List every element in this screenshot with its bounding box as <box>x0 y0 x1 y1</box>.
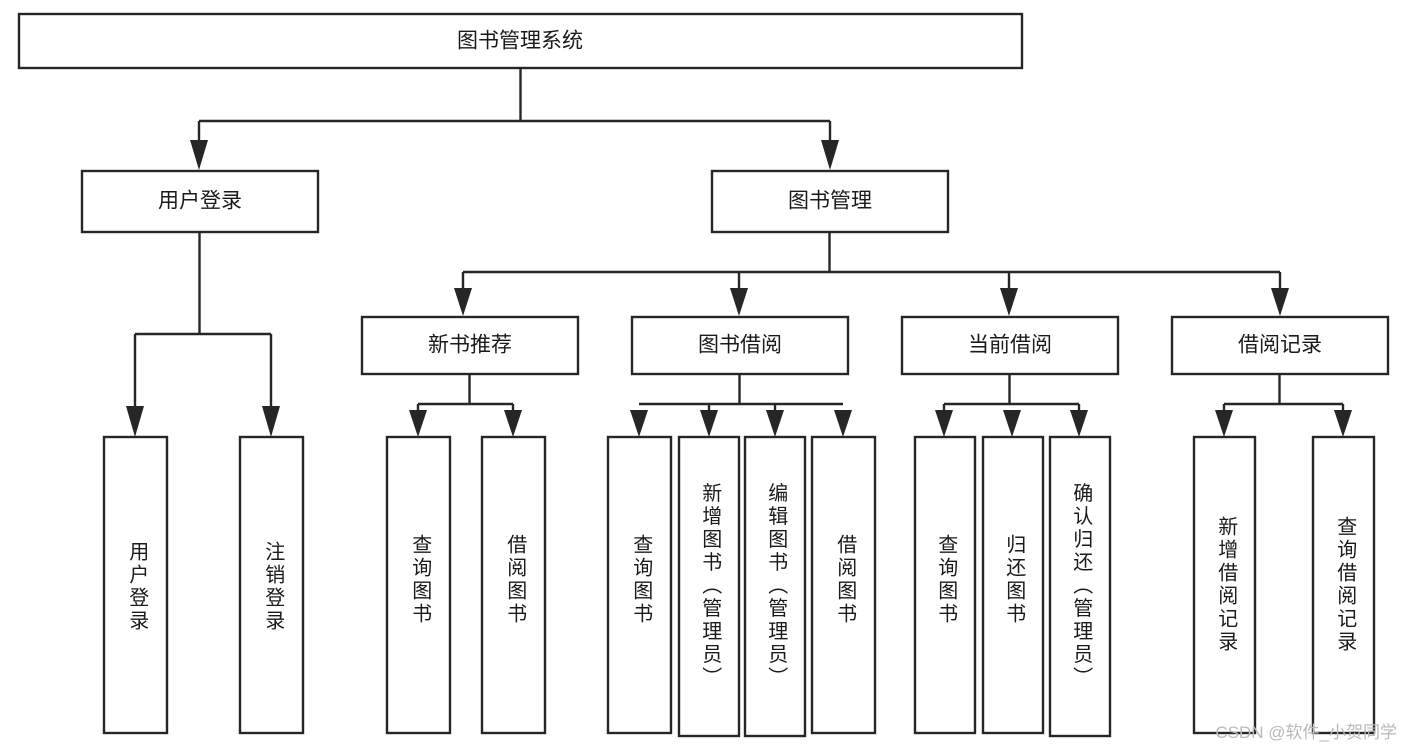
node-leaf-edit-book-box[interactable] <box>743 435 807 738</box>
node-user-login-label: 用户登录 <box>158 190 242 213</box>
node-leaf-confirm-return-label: 确认归还（管理员） <box>1070 482 1093 689</box>
node-leaf-edit-book[interactable]: 编辑图书（管理员） <box>743 435 807 738</box>
node-leaf-borrow-book-a-label: 借阅图书 <box>504 534 527 626</box>
node-book-borrow-label: 图书借阅 <box>698 334 782 357</box>
arrow-br-to-leaf-add <box>1215 410 1233 437</box>
arrow-bm-to-borrow-record <box>1271 288 1289 316</box>
node-leaf-add-record-box[interactable] <box>1192 435 1257 735</box>
node-leaf-borrow-book-a[interactable]: 借阅图书 <box>480 435 547 735</box>
node-book-manage[interactable]: 图书管理 <box>710 169 950 234</box>
node-leaf-query-book-b-box[interactable] <box>606 435 673 735</box>
node-leaf-return-book-box[interactable] <box>981 435 1045 735</box>
node-leaf-user-login-box[interactable] <box>102 435 169 735</box>
node-book-manage-label: 图书管理 <box>788 190 872 213</box>
arrow-nb-to-leaf-query <box>409 410 427 437</box>
node-leaf-query-book-a-box[interactable] <box>385 435 452 735</box>
node-leaf-add-book-label: 新增图书（管理员） <box>699 482 722 689</box>
arrow-bb-to-leaf-edit <box>766 410 784 437</box>
node-leaf-query-record-label: 查询借阅记录 <box>1334 516 1357 654</box>
arrow-bb-to-leaf-query <box>630 410 648 437</box>
node-leaf-logout-label: 注销登录 <box>262 541 285 633</box>
connector-group-borrow-record <box>1215 374 1352 437</box>
node-new-book-rec-label: 新书推荐 <box>428 334 512 357</box>
node-leaf-edit-book-label: 编辑图书（管理员） <box>765 482 788 689</box>
csdn-watermark: CSDN @软件_小贺同学 <box>1215 723 1397 742</box>
connector-group-new-book-rec <box>409 374 522 437</box>
node-leaf-add-record-label: 新增借阅记录 <box>1215 516 1238 654</box>
node-leaf-confirm-return[interactable]: 确认归还（管理员） <box>1048 435 1112 738</box>
node-leaf-add-book-box[interactable] <box>677 435 741 738</box>
node-leaf-query-record-box[interactable] <box>1311 435 1376 735</box>
node-leaf-logout-box[interactable] <box>238 435 305 735</box>
node-current-borrow[interactable]: 当前借阅 <box>900 315 1120 376</box>
node-leaf-user-login[interactable]: 用户登录 <box>102 435 169 735</box>
node-leaf-add-book[interactable]: 新增图书（管理员） <box>677 435 741 738</box>
arrow-root-to-book-manage <box>821 140 839 170</box>
node-borrow-record-box[interactable] <box>1170 315 1390 376</box>
node-leaf-query-book-a-label: 查询图书 <box>409 534 432 626</box>
arrow-bm-to-current-borrow <box>1000 288 1018 316</box>
node-root-box[interactable] <box>17 12 1024 70</box>
node-leaf-add-record[interactable]: 新增借阅记录 <box>1192 435 1257 735</box>
node-book-borrow-box[interactable] <box>630 315 850 376</box>
node-leaf-query-book-b[interactable]: 查询图书 <box>606 435 673 735</box>
node-book-manage-box[interactable] <box>710 169 950 234</box>
node-leaf-return-book-label: 归还图书 <box>1003 534 1026 626</box>
node-leaf-logout[interactable]: 注销登录 <box>238 435 305 735</box>
connector-group-book-borrow <box>630 374 852 437</box>
arrow-bb-to-leaf-add <box>700 410 718 437</box>
node-new-book-rec-box[interactable] <box>360 315 580 376</box>
node-root[interactable]: 图书管理系统 <box>17 12 1024 70</box>
arrow-ul-to-leaf1 <box>126 406 144 437</box>
arrow-cb-to-leaf-return <box>1003 410 1021 437</box>
arrow-root-to-user-login <box>190 140 208 170</box>
arrow-br-to-leaf-query <box>1334 410 1352 437</box>
arrow-cb-to-leaf-confirm <box>1070 410 1088 437</box>
arrow-bb-to-leaf-borrow <box>834 410 852 437</box>
arrow-bm-to-new-book <box>454 288 472 316</box>
node-root-label: 图书管理系统 <box>457 30 583 53</box>
node-leaf-query-book-c-label: 查询图书 <box>935 534 958 626</box>
node-borrow-record[interactable]: 借阅记录 <box>1170 315 1390 376</box>
node-new-book-rec[interactable]: 新书推荐 <box>360 315 580 376</box>
node-leaf-borrow-book-b-box[interactable] <box>810 435 877 735</box>
arrow-nb-to-leaf-borrow <box>504 410 522 437</box>
node-leaf-query-book-c-box[interactable] <box>913 435 977 735</box>
node-leaf-query-book-b-label: 查询图书 <box>630 534 653 626</box>
node-leaf-return-book[interactable]: 归还图书 <box>981 435 1045 735</box>
arrow-ul-to-leaf2 <box>262 406 280 437</box>
arrow-cb-to-leaf-query <box>935 410 953 437</box>
connector-group-current-borrow <box>935 374 1088 437</box>
connector-group-root <box>190 68 839 170</box>
node-leaf-borrow-book-b[interactable]: 借阅图书 <box>810 435 877 735</box>
node-borrow-record-label: 借阅记录 <box>1238 334 1322 357</box>
arrow-bm-to-book-borrow <box>730 288 748 316</box>
node-leaf-borrow-book-a-box[interactable] <box>480 435 547 735</box>
node-current-borrow-label: 当前借阅 <box>968 334 1052 357</box>
node-leaf-query-book-c[interactable]: 查询图书 <box>913 435 977 735</box>
node-current-borrow-box[interactable] <box>900 315 1120 376</box>
node-book-borrow[interactable]: 图书借阅 <box>630 315 850 376</box>
node-leaf-borrow-book-b-label: 借阅图书 <box>834 534 857 626</box>
connector-group-user-login <box>126 232 280 437</box>
node-leaf-confirm-return-box[interactable] <box>1048 435 1112 738</box>
node-leaf-user-login-label: 用户登录 <box>126 541 149 633</box>
node-user-login-box[interactable] <box>80 169 320 234</box>
connector-group-book-manage <box>454 232 1289 316</box>
node-leaf-query-record[interactable]: 查询借阅记录 <box>1311 435 1376 735</box>
node-user-login[interactable]: 用户登录 <box>80 169 320 234</box>
node-leaf-query-book-a[interactable]: 查询图书 <box>385 435 452 735</box>
